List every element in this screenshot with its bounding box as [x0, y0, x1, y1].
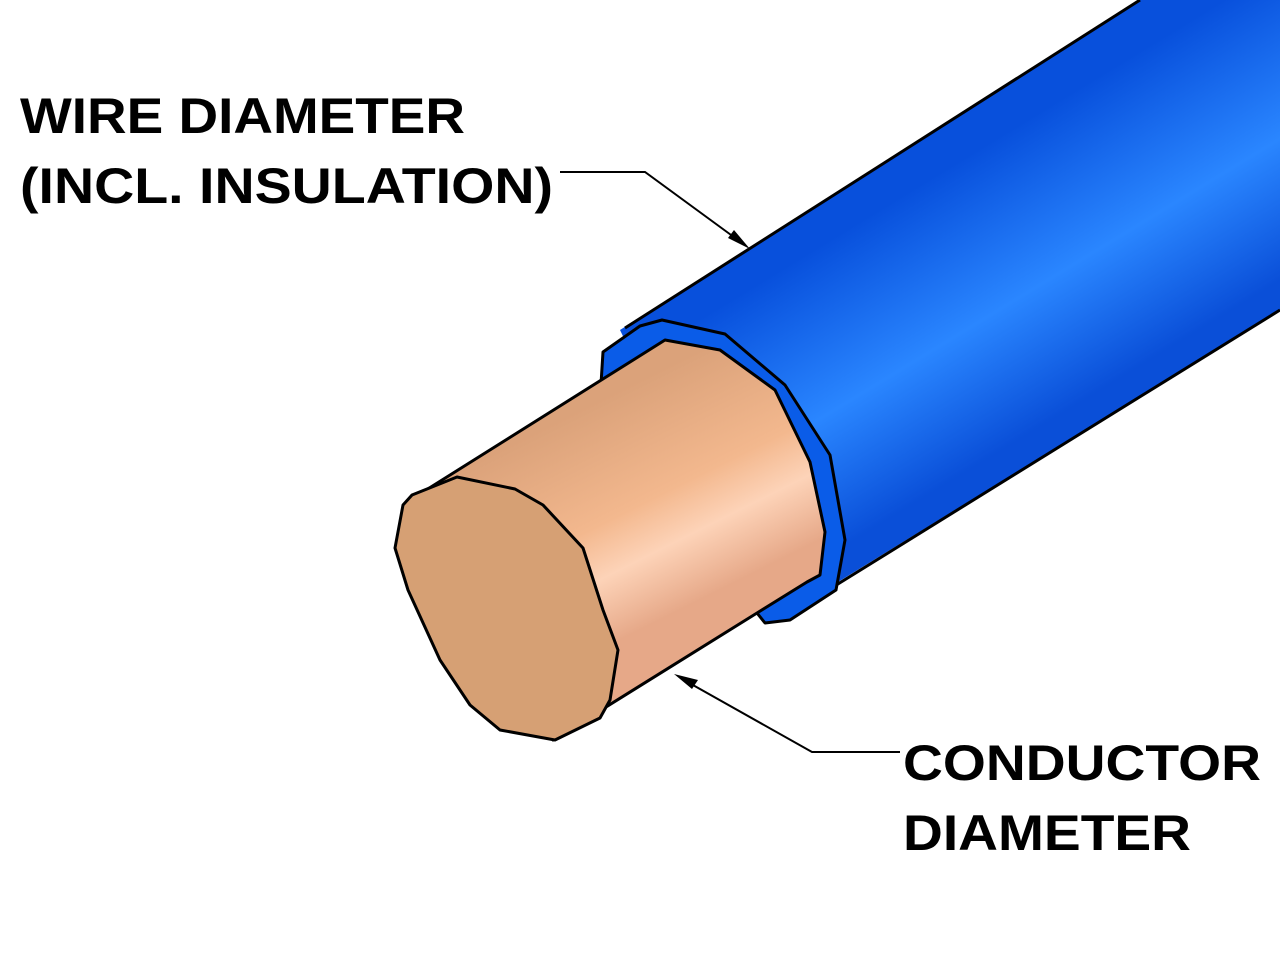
- wire-diameter-label-line2: (INCL. INSULATION): [20, 158, 553, 214]
- conductor-diameter-leader: [674, 674, 900, 753]
- wire-diameter-leader: [560, 171, 750, 249]
- conductor-diameter-label-line1: CONDUCTOR: [903, 735, 1261, 791]
- wire-diameter-label-line1: WIRE DIAMETER: [20, 88, 465, 144]
- conductor: [393, 338, 827, 742]
- conductor-diameter-label-line2: DIAMETER: [903, 805, 1191, 861]
- conductor-end-face: [393, 475, 620, 742]
